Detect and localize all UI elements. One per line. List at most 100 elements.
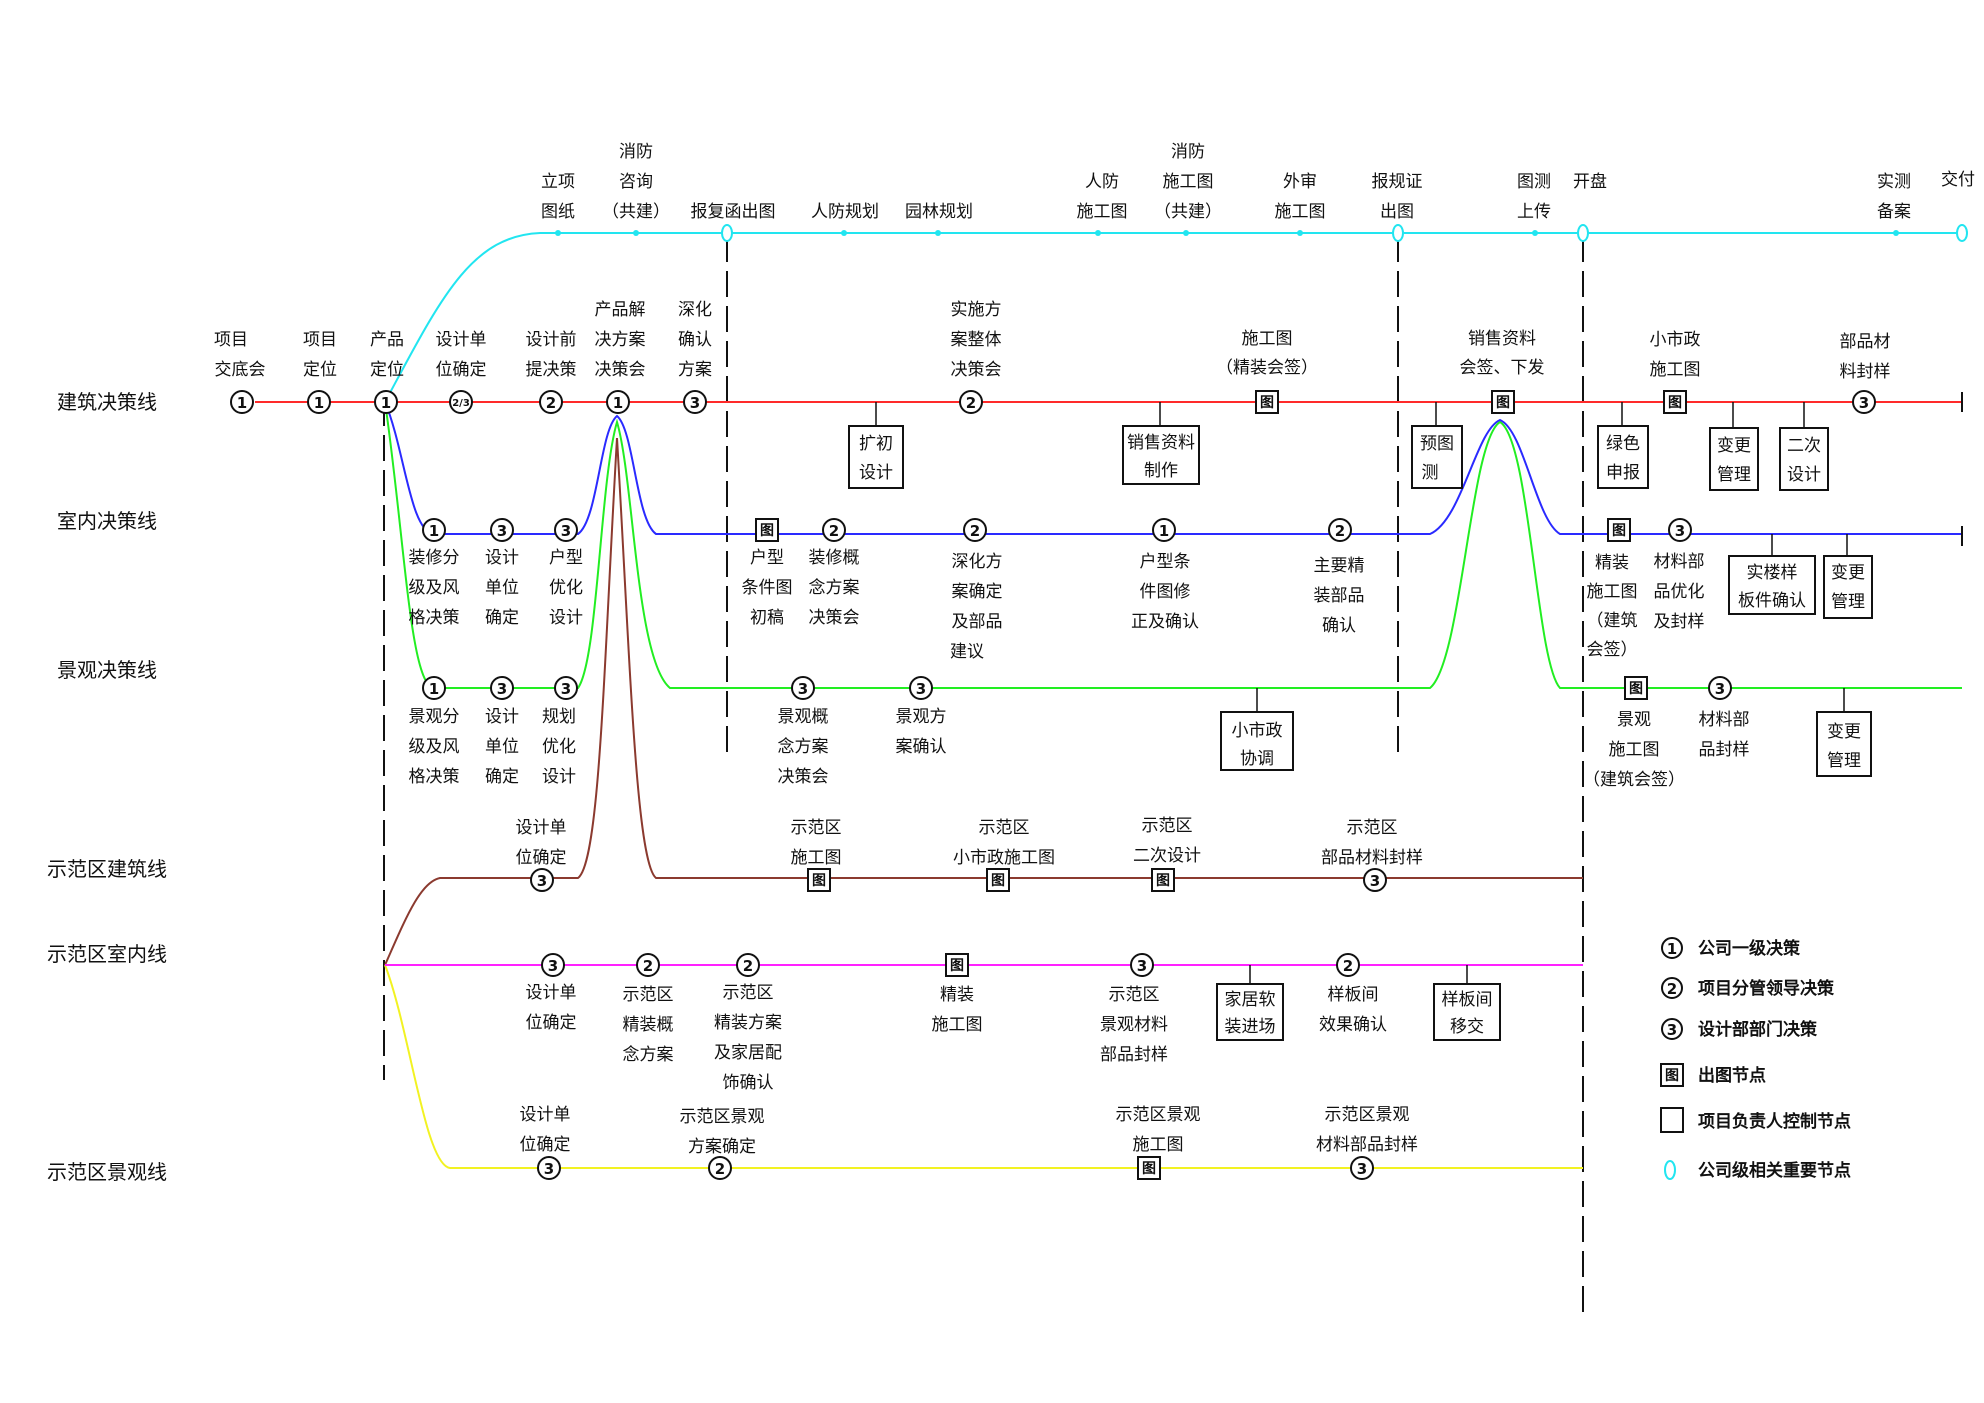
control-box-jiaju [1216, 983, 1284, 1041]
label-fenji: 格决策 [409, 767, 460, 787]
label-danwei: 确定 [485, 767, 519, 787]
legend-item-level1: 1 公司一级决策 [1661, 937, 1801, 959]
milestone-label-baogui: 报规证 [1372, 172, 1423, 192]
label-shejiqian: 提决策 [526, 360, 577, 380]
row-labels: 建筑决策线 室内决策线 景观决策线 示范区建筑线 示范区室内线 示范区景观线 [47, 390, 167, 1184]
label-xiaoshou-sign: 会签、下发 [1460, 358, 1545, 378]
node-level-2: 2 [708, 1156, 732, 1180]
milestone-labels: 立项 图纸 消防 咨询 （共建） 报复函出图 人防规划 园林规划 人防 施工图 … [541, 142, 1975, 222]
landscape-labels: 景观分 级及风 格决策 设计 单位 确定 规划 优化 设计 景观概 念方案 决策… [409, 707, 1750, 790]
label-dingwei: 项目 [303, 330, 337, 350]
legend-item-level3: 3 设计部部门决策 [1661, 1018, 1818, 1040]
node-level-3: 3 [1852, 390, 1876, 414]
node-level-2: 2 [959, 390, 983, 414]
milestone-label-shice: 实测 [1877, 172, 1911, 192]
control-box-erci [1779, 427, 1829, 491]
box-label-erci: 设计 [1787, 465, 1821, 485]
control-box-kuochu [848, 425, 904, 489]
label-shigong: （建筑会签） [1583, 770, 1685, 790]
svg-text:图: 图 [1260, 395, 1274, 411]
node-level-2: 2 [636, 953, 660, 977]
box-label-interior-biangeng: 变更 [1831, 563, 1865, 583]
label-demo-xiaoshizheng: 小市政施工图 [953, 848, 1055, 868]
milestone-dot [1095, 230, 1101, 236]
milestone-label-xiaofang1: 咨询 [619, 172, 653, 192]
label-demoi-fangan: 及家居配 [714, 1043, 782, 1063]
node-level-3: 3 [554, 518, 578, 542]
svg-text:1: 1 [429, 522, 439, 540]
milestone-key-node [1577, 224, 1589, 242]
milestone-label-lixiang: 图纸 [541, 202, 575, 222]
label-huxing: 户型 [549, 548, 583, 568]
box-label-xiaoshizheng: 协调 [1240, 749, 1274, 769]
node-level-3: 3 [537, 1156, 561, 1180]
label-cailiao: 及封样 [1654, 612, 1705, 632]
row-label-demo-arch: 示范区建筑线 [47, 857, 167, 881]
milestone-label-renfang-draw: 人防 [1085, 172, 1119, 192]
label-zhuangxiu: 装修分 [409, 548, 460, 568]
label-huxing: 优化 [549, 578, 583, 598]
svg-text:3: 3 [497, 680, 507, 698]
svg-text:2: 2 [1335, 522, 1345, 540]
milestone-label-waishen: 外审 [1283, 172, 1317, 192]
label-demo-erci: 二次设计 [1133, 846, 1201, 866]
svg-text:公司级相关重要节点: 公司级相关重要节点 [1698, 1160, 1851, 1181]
label-shejidanwei: 设计单 [436, 330, 487, 350]
label-demol-cailiao: 材料部品封样 [1316, 1135, 1418, 1155]
box-label-biangeng: 管理 [1717, 465, 1751, 485]
label-demoi-gainian: 念方案 [623, 1044, 674, 1065]
svg-text:3: 3 [1357, 1160, 1367, 1178]
label-huxing: 设计 [549, 608, 583, 628]
svg-text:2: 2 [546, 394, 556, 412]
box-label-xiaoshou-make: 制作 [1144, 461, 1178, 481]
demo-landscape-line [384, 964, 1583, 1169]
label-tiaojian: 户型 [750, 548, 784, 568]
label-jingzhuang: （建筑 [1587, 611, 1638, 631]
drawing-node: 图 [1255, 390, 1279, 414]
label-shejiqian: 设计前 [526, 330, 577, 350]
node-level-1: 1 [422, 518, 446, 542]
label-demo-danwei: 设计单 [516, 818, 567, 838]
control-box-landscape-biangeng [1816, 711, 1872, 777]
node-level-3: 3 [490, 518, 514, 542]
label-demol-danwei: 设计单 [520, 1105, 571, 1125]
svg-text:设计部部门决策: 设计部部门决策 [1698, 1019, 1818, 1040]
label-demo-erci: 示范区 [1142, 816, 1193, 836]
svg-text:图: 图 [1665, 1068, 1679, 1084]
label-cailiao: 品封样 [1699, 740, 1750, 760]
milestone-label-baogui: 出图 [1380, 202, 1414, 222]
label-demoi-danwei: 设计单 [526, 983, 577, 1003]
label-gainian: 决策会 [778, 767, 829, 787]
svg-text:2: 2 [1343, 957, 1353, 975]
svg-text:图: 图 [1668, 395, 1682, 411]
milestone-label-kaipan: 开盘 [1573, 172, 1607, 192]
svg-text:图: 图 [1142, 1161, 1156, 1177]
label-chanpin: 定位 [370, 360, 404, 380]
label-shenhuafa: 案确定 [952, 582, 1003, 602]
svg-text:1: 1 [429, 680, 439, 698]
label-zhuangxiu: 级及风 [409, 578, 460, 598]
svg-text:2: 2 [966, 394, 976, 412]
drawing-node: 图 [755, 518, 779, 542]
label-cailiao: 材料部 [1654, 552, 1705, 572]
row-label-arch: 建筑决策线 [57, 390, 157, 414]
label-shigongtu: （精装会签） [1216, 358, 1318, 378]
node-level-2: 2 [822, 518, 846, 542]
label-xiuzheng: 正及确认 [1131, 612, 1199, 632]
label-demoi-xiaoguo: 样板间 [1328, 985, 1379, 1005]
label-shenhua: 方案 [678, 360, 712, 380]
svg-text:1: 1 [381, 394, 391, 412]
milestone-label-lixiang: 立项 [541, 172, 575, 192]
node-level-3: 3 [541, 953, 565, 977]
box-label-lvse: 申报 [1606, 463, 1640, 483]
milestone-label-renfang-plan: 人防规划 [811, 202, 879, 222]
svg-text:3: 3 [1715, 680, 1725, 698]
control-box-lvse [1597, 425, 1649, 489]
label-demo-bupin: 部品材料封样 [1321, 848, 1423, 868]
legend-item-level2: 2 项目分管领导决策 [1661, 977, 1835, 999]
node-level-3: 3 [1708, 676, 1732, 700]
label-xiuzheng: 件图修 [1140, 582, 1191, 602]
milestone-dot [1183, 230, 1189, 236]
label-fenji: 景观分 [409, 707, 460, 727]
drawing-node: 图 [1491, 390, 1515, 414]
